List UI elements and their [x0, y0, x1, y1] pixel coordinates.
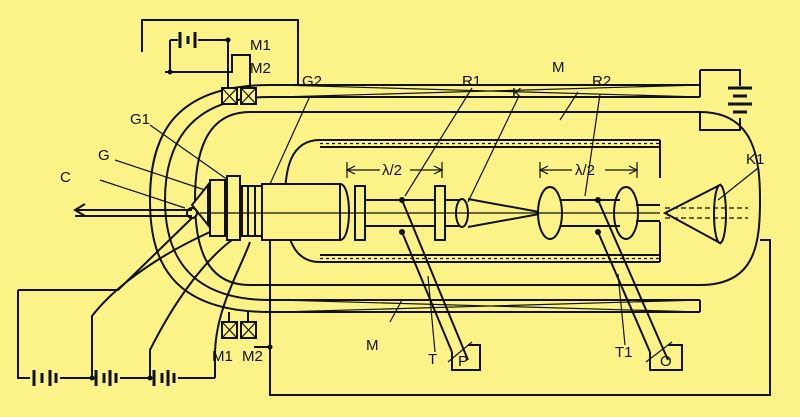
- drift-shield: [283, 139, 661, 263]
- label-t: T: [428, 351, 437, 368]
- label-g2: G2: [302, 73, 322, 90]
- collector-k1: [662, 183, 748, 245]
- lambda-dimension-right: [538, 162, 639, 178]
- label-g: G: [98, 147, 110, 164]
- label-t1: T1: [615, 344, 633, 361]
- label-m-top: M: [552, 59, 565, 76]
- lambda-dimension-left: [345, 162, 444, 178]
- coil-m1-m2-bottom: [221, 312, 257, 339]
- label-o: O: [660, 353, 672, 370]
- battery-top: [167, 32, 231, 75]
- electron-gun: [186, 175, 263, 241]
- label-r1: R1: [462, 73, 481, 90]
- label-k: K: [512, 85, 522, 102]
- resonator-r2: [537, 186, 660, 240]
- coupling-loop-t1: [595, 197, 683, 371]
- magnet-coil-m: [148, 84, 701, 313]
- label-m2-bottom: M2: [242, 348, 263, 365]
- battery-right: [699, 69, 752, 131]
- label-r2: R2: [592, 73, 611, 90]
- label-m2-top: M2: [250, 60, 271, 77]
- label-lambda-right: λ/2: [575, 162, 595, 179]
- label-lambda-left: λ/2: [382, 162, 402, 179]
- glass-envelope: [193, 111, 762, 286]
- label-g1: G1: [130, 111, 150, 128]
- label-leaders: [99, 87, 759, 353]
- label-m1-top: M1: [250, 37, 271, 54]
- battery-bottom: [17, 217, 771, 396]
- label-m1-bottom: M1: [212, 348, 233, 365]
- label-c: C: [60, 169, 71, 186]
- coupling-loop-t: [399, 197, 481, 371]
- label-p: P: [458, 353, 468, 370]
- anode-g2: [261, 183, 341, 241]
- label-m-bottom: M: [366, 337, 379, 354]
- label-k1: K1: [746, 151, 764, 168]
